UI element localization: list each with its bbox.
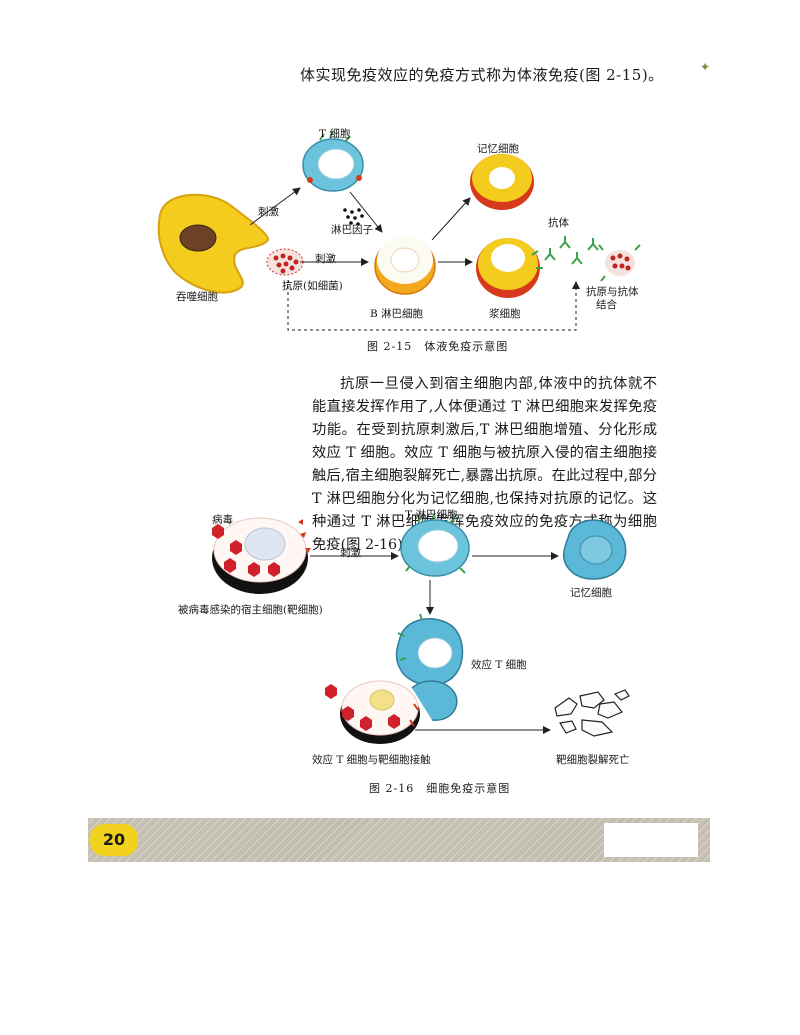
t-cell	[302, 130, 364, 192]
label-stimulate-1: 刺激	[258, 206, 279, 218]
intro-line: 体实现免疫效应的免疫方式称为体液免疫(图 2-15)。	[300, 66, 664, 84]
label-stimulate: 刺激	[340, 547, 361, 559]
lysed-cell-fragments	[554, 689, 630, 737]
contact-pair	[325, 680, 458, 744]
antigen-bacteria	[266, 248, 304, 276]
lymphokine-dots	[343, 208, 364, 226]
label-memory-cell: 记忆细胞	[477, 143, 519, 155]
figure2-caption: 图 2-16 细胞免疫示意图	[369, 782, 511, 795]
effector-t-cell	[395, 613, 464, 686]
figure1-caption: 图 2-15 体液免疫示意图	[367, 340, 509, 353]
label-t-lymphocyte: T 淋巴细胞	[405, 509, 458, 521]
footer-white-box	[604, 823, 698, 857]
label-phagocyte: 吞噬细胞	[176, 291, 218, 303]
label-contact: 效应 T 细胞与靶细胞接触	[312, 754, 431, 766]
label-infected-host: 被病毒感染的宿主细胞(靶细胞)	[178, 604, 323, 616]
paragraph-text: 抗原一旦侵入到宿主细胞内部,体液中的抗体就不能直接发挥作用了,人体便通过 T 淋…	[312, 376, 657, 553]
leaf-mark: ✦	[700, 60, 711, 74]
label-lysis: 靶细胞裂解死亡	[556, 754, 630, 766]
label-effector-t: 效应 T 细胞	[471, 659, 527, 671]
label-stimulate-2: 刺激	[315, 253, 336, 265]
label-antigen-antibody-2: 结合	[596, 299, 617, 311]
label-plasma-cell: 浆细胞	[489, 308, 521, 320]
memory-b-cell	[470, 154, 534, 210]
antibodies	[544, 236, 599, 265]
label-t-cell: T 细胞	[319, 128, 351, 140]
label-antigen-antibody-1: 抗原与抗体	[586, 286, 639, 298]
humoral-immunity-diagram	[157, 130, 641, 331]
t-lymphocyte-cell	[400, 512, 470, 577]
page-footer-band: 20	[88, 818, 710, 862]
b-cell	[374, 236, 436, 295]
memory-t-cell	[563, 519, 627, 580]
label-virus: 病毒	[212, 514, 233, 526]
infected-host-cell	[212, 517, 311, 594]
plasma-cell	[476, 238, 543, 298]
cellular-immunity-diagram	[212, 512, 630, 744]
phagocyte-nucleus	[179, 224, 217, 252]
label-b-cell: B 淋巴细胞	[370, 308, 424, 320]
antigen-antibody-complex	[598, 244, 641, 282]
body-paragraph: 抗原一旦侵入到宿主细胞内部,体液中的抗体就不能直接发挥作用了,人体便通过 T 淋…	[312, 373, 657, 557]
label-lymphokine: 淋巴因子	[331, 224, 373, 236]
label-antibody: 抗体	[548, 217, 569, 229]
label-memory-t-cell: 记忆细胞	[570, 587, 612, 599]
label-antigen: 抗原(如细菌)	[282, 280, 343, 292]
page-number: 20	[90, 824, 138, 856]
